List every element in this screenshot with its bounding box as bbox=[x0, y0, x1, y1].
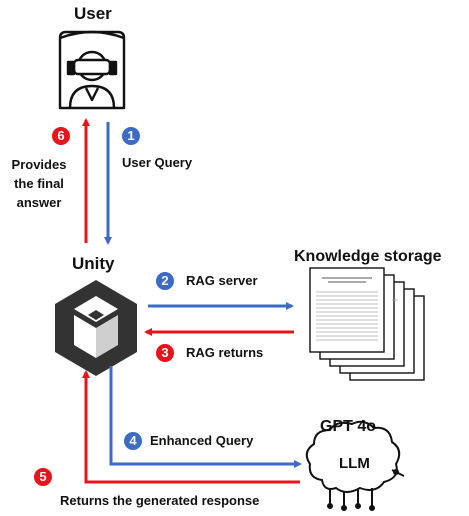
step-3-label: RAG returns bbox=[186, 345, 264, 360]
llm-brain-icon bbox=[305, 420, 405, 511]
step-1-badge: 1 bbox=[122, 127, 140, 145]
step-4-badge: 4 bbox=[124, 432, 142, 450]
gpt-title: GPT 4o bbox=[320, 418, 377, 435]
arrow-generated-response bbox=[82, 370, 300, 484]
step-2-badge: 2 bbox=[156, 272, 174, 290]
step-6-badge: 6 bbox=[52, 127, 70, 145]
arrow-enhanced-query bbox=[109, 366, 302, 468]
documents-icon bbox=[309, 267, 425, 381]
user-vr-icon bbox=[58, 30, 126, 110]
step-5-label: Returns the generated response bbox=[60, 493, 260, 508]
step-4-label: Enhanced Query bbox=[150, 433, 254, 448]
unity-title: Unity bbox=[72, 254, 115, 273]
step-3-badge: 3 bbox=[156, 344, 174, 362]
step-2-label: RAG server bbox=[186, 273, 258, 288]
llm-label: LLM bbox=[339, 455, 370, 472]
unity-logo-icon bbox=[55, 280, 137, 376]
knowledge-storage-title: Knowledge storage bbox=[294, 248, 442, 265]
step-1-label: User Query bbox=[122, 155, 193, 170]
user-title: User bbox=[74, 4, 112, 23]
step-5-badge: 5 bbox=[34, 468, 52, 486]
step-6-label: Provides the final answer bbox=[11, 157, 67, 210]
